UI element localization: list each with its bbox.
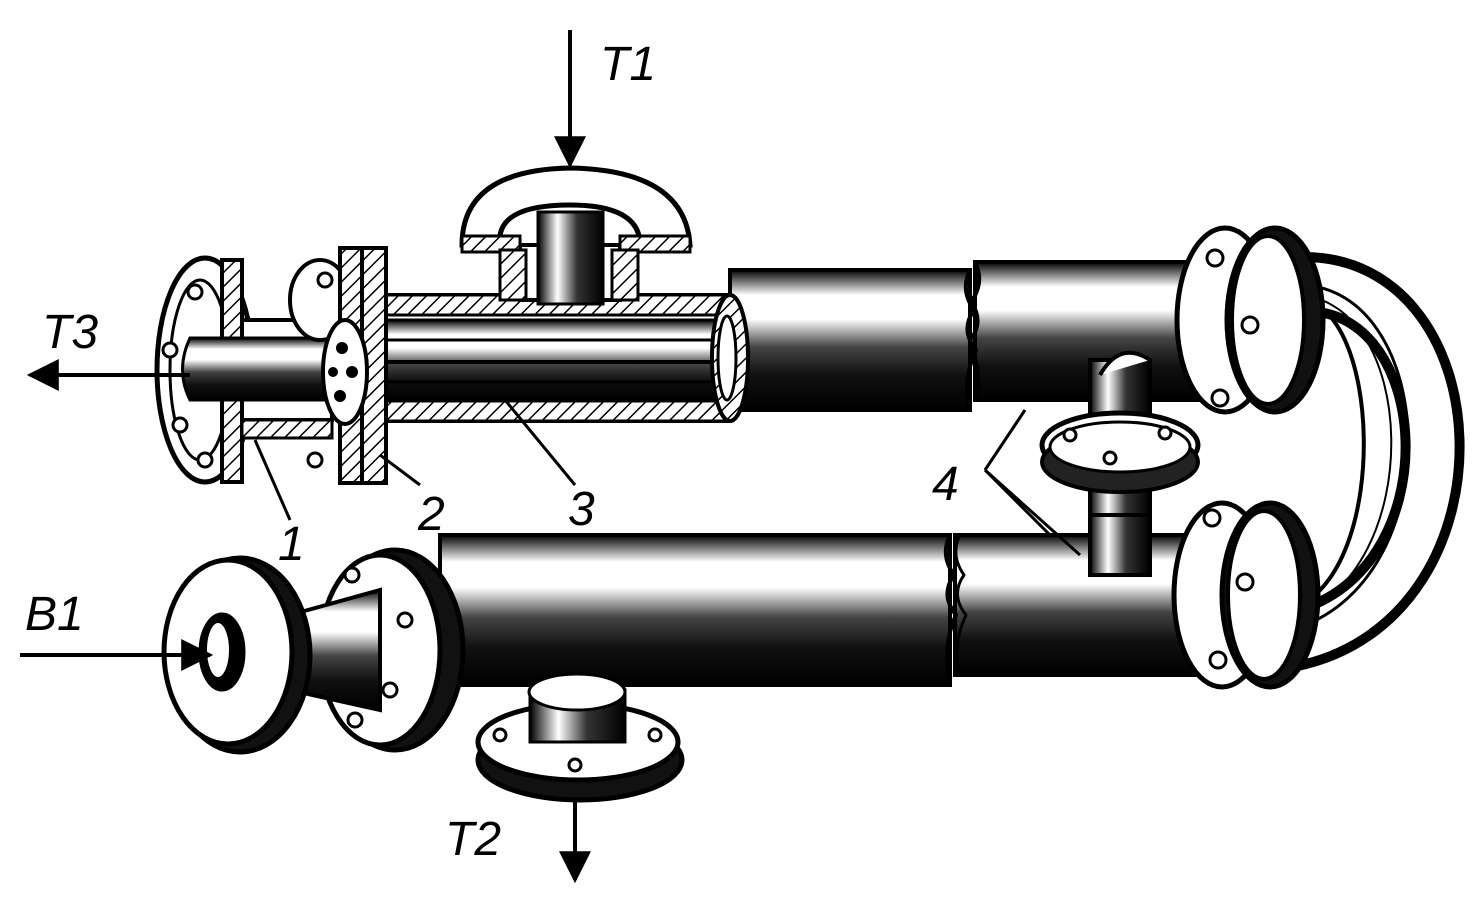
lower-left-flanges bbox=[161, 547, 466, 755]
upper-pipe-section-cutaway bbox=[368, 293, 750, 423]
u-bend bbox=[1282, 252, 1465, 672]
leader-lines bbox=[253, 399, 1082, 557]
label-b1: B1 bbox=[25, 588, 84, 641]
labels: T1 T3 B1 T2 1 2 3 4 bbox=[25, 38, 959, 866]
label-t2: T2 bbox=[445, 813, 501, 866]
label-part-3: 3 bbox=[568, 483, 595, 536]
upper-pipe-middle bbox=[728, 268, 978, 412]
label-part-1: 1 bbox=[278, 518, 305, 571]
flow-arrows bbox=[20, 30, 591, 884]
lower-right-flange bbox=[1171, 500, 1321, 690]
label-part-2: 2 bbox=[417, 488, 445, 541]
left-flange-assembly bbox=[154, 246, 388, 485]
label-t3: T3 bbox=[42, 306, 98, 359]
top-inlet-nozzle bbox=[459, 165, 693, 306]
label-t1: T1 bbox=[600, 38, 656, 91]
label-part-4: 4 bbox=[932, 458, 959, 511]
upper-right-flange bbox=[1174, 225, 1326, 415]
lower-pipe bbox=[438, 513, 1227, 687]
bottom-outlet-nozzle bbox=[475, 672, 685, 803]
